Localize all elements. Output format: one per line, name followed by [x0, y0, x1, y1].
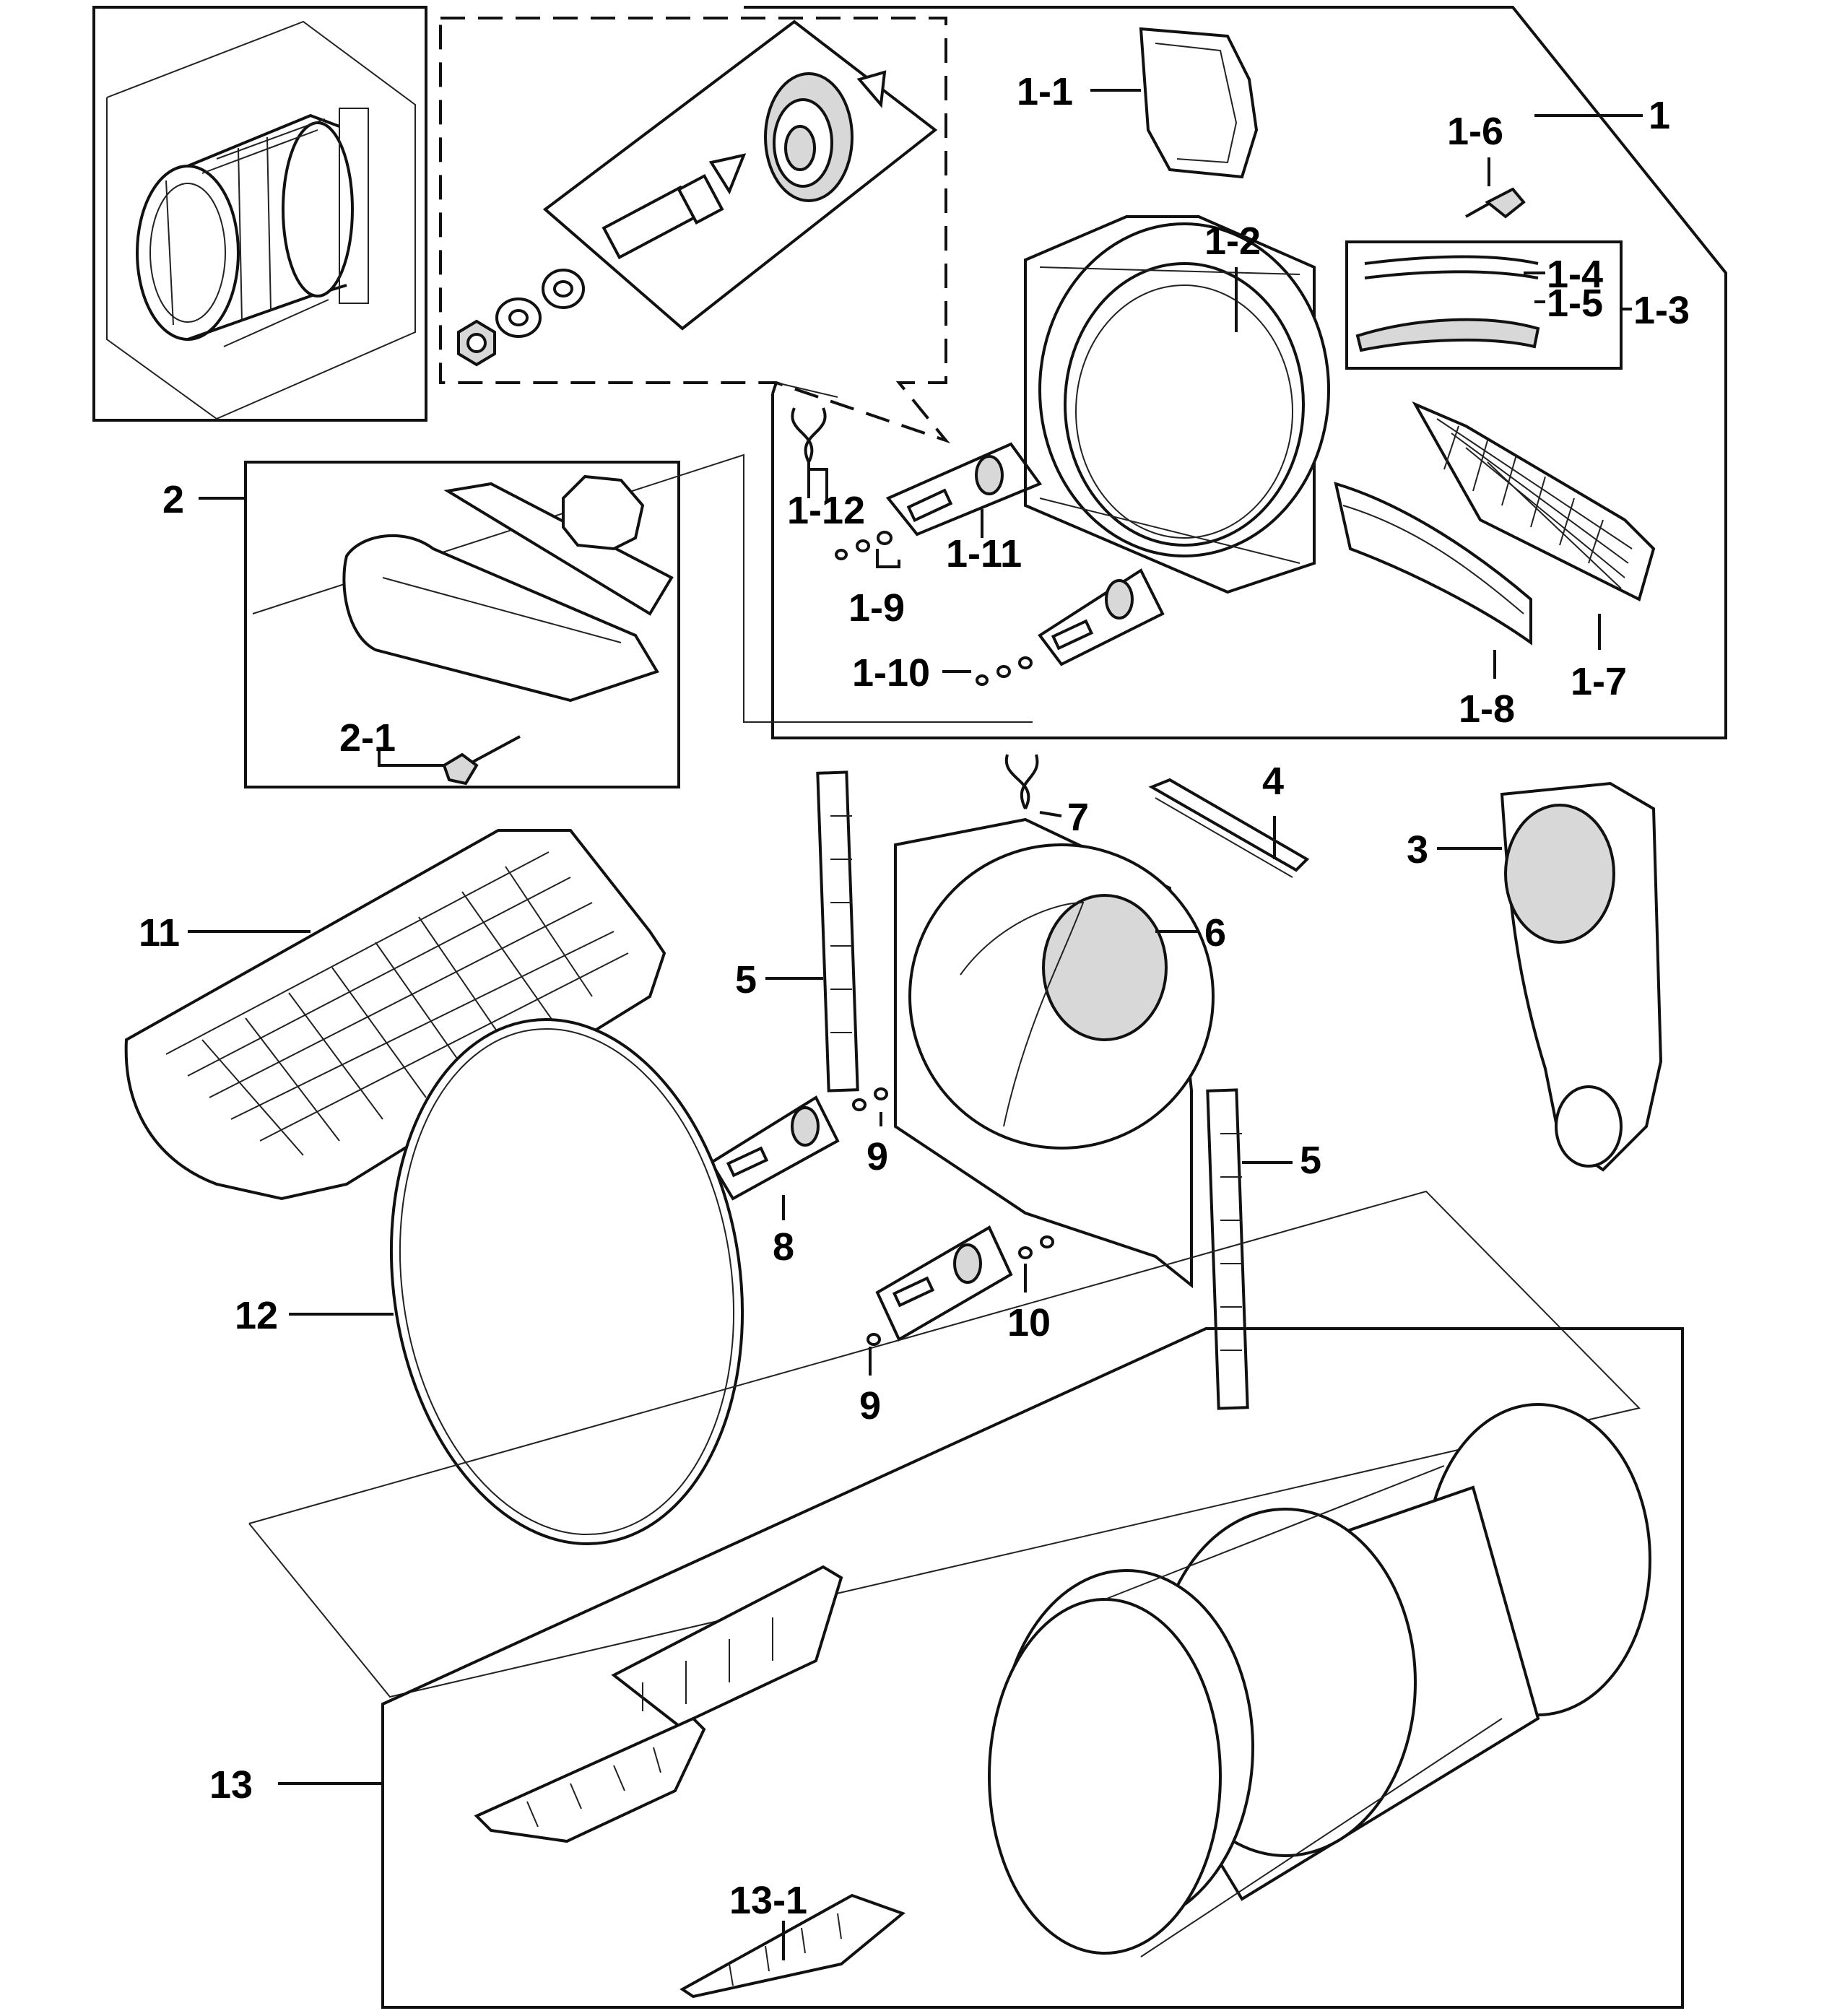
callout-2-1: 2-1	[339, 716, 396, 760]
callout-1-4: 1-4	[1547, 253, 1603, 296]
part-8-shaft-box	[704, 1095, 840, 1201]
part-1-9-washers	[835, 531, 893, 560]
part-1-1-cover	[1139, 27, 1259, 179]
callout-1-9: 1-9	[848, 586, 905, 630]
shaft-box	[542, 19, 938, 331]
nut	[457, 319, 496, 367]
part-1-8-bracket	[1334, 482, 1532, 646]
part-13-drum	[988, 1403, 1651, 1958]
callout-1: 1	[1649, 94, 1670, 137]
callout-10: 10	[1007, 1301, 1051, 1344]
assembly-2-box	[244, 453, 1033, 788]
callout-4: 4	[1262, 760, 1284, 803]
part-1-3-box	[1345, 240, 1623, 370]
part-11-filter-grid	[124, 829, 666, 1201]
part-1-7-duct-grille	[1412, 401, 1656, 601]
part-2-1-screw	[442, 735, 521, 786]
callout-1-12: 1-12	[787, 489, 865, 532]
part-7-clip	[1004, 754, 1039, 809]
callout-1-8: 1-8	[1459, 687, 1515, 731]
callout-5-right: 5	[1300, 1139, 1321, 1182]
callout-6: 6	[1204, 911, 1226, 955]
callout-9-lower: 9	[859, 1384, 881, 1428]
part-12-felt-ring	[248, 1018, 1641, 1698]
callout-2: 2	[162, 478, 184, 521]
part-13-1-baffle	[679, 1893, 906, 1999]
callout-13-1: 13-1	[729, 1879, 807, 1922]
callout-1-5: 1-5	[1547, 282, 1603, 325]
part-9-washers	[852, 1087, 888, 1346]
overview-inset	[92, 6, 427, 422]
assembly-1-outline	[744, 6, 1727, 739]
part-6-rear-frame	[894, 817, 1215, 1289]
callout-1-1: 1-1	[1017, 70, 1073, 113]
washer-large	[495, 297, 542, 338]
washer-small	[542, 269, 585, 309]
part-5-right-strip	[1206, 1088, 1249, 1410]
callout-1-3: 1-3	[1633, 289, 1690, 332]
part-4-rail	[1148, 778, 1310, 878]
leader-lines	[188, 89, 1643, 1960]
callout-12: 12	[235, 1294, 278, 1337]
callout-1-10: 1-10	[852, 651, 930, 695]
part-13-baffle-top	[611, 1565, 843, 1728]
callout-1-7: 1-7	[1571, 660, 1627, 703]
callout-11: 11	[139, 911, 180, 955]
callout-8: 8	[773, 1225, 794, 1269]
callout-1-6: 1-6	[1447, 110, 1503, 153]
part-1-11-shaft-box	[885, 442, 1043, 536]
part-5-left-strip	[816, 770, 859, 1092]
part-1-6-screw	[1465, 187, 1526, 219]
callout-7: 7	[1067, 796, 1089, 839]
part-13-baffle-middle	[474, 1716, 706, 1843]
pulley-detail-inset	[439, 17, 950, 444]
overview-drum-assembly-illustration	[136, 108, 369, 347]
callout-3: 3	[1407, 828, 1428, 872]
callout-13: 13	[209, 1763, 253, 1807]
part-1-2-front-frame	[1024, 215, 1330, 594]
callout-1-11: 1-11	[946, 532, 1022, 575]
part-1-12-clip	[791, 407, 827, 498]
callout-labels: 1 1-1 1-2 1-3 1-4 1-5 1-6 1-7 1-8 1-9 1-…	[139, 70, 1690, 1922]
part-10-shaft-box	[875, 1225, 1054, 1342]
callout-9-upper: 9	[867, 1135, 888, 1178]
callout-1-2: 1-2	[1204, 220, 1261, 263]
part-3-blower-housing	[1500, 781, 1663, 1172]
assembly-13-box	[381, 1327, 1684, 2009]
callout-5-left: 5	[735, 958, 757, 1002]
part-1-10-shaft-box	[976, 568, 1165, 686]
